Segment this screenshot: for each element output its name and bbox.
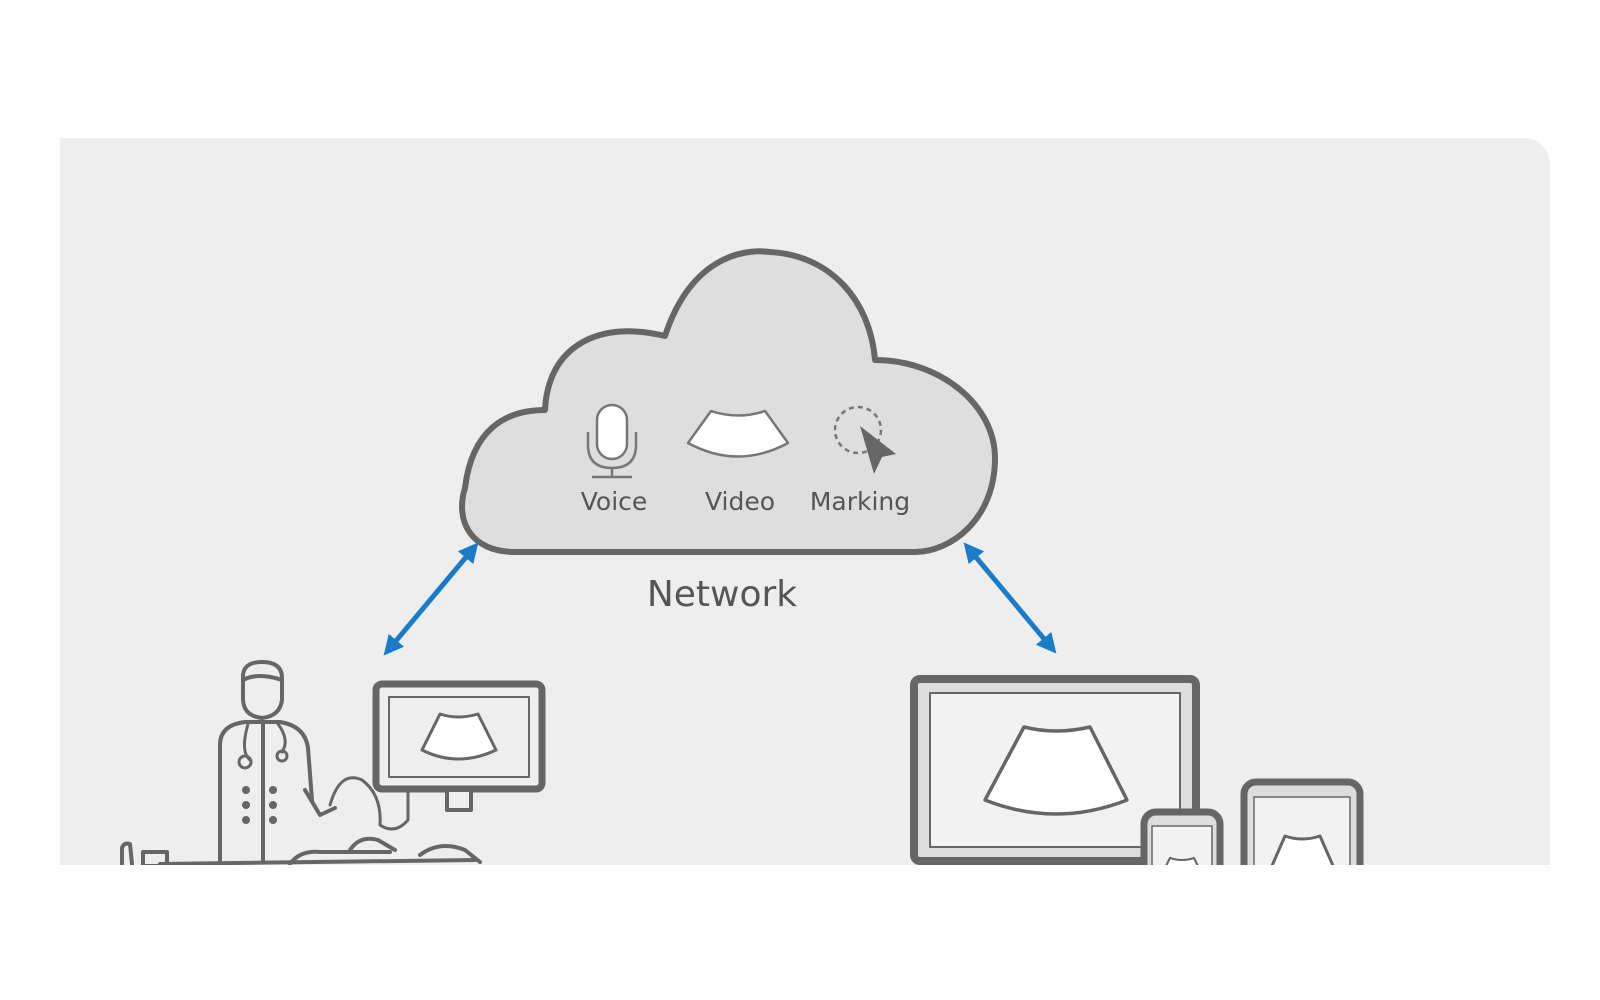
microphone-icon	[586, 403, 638, 479]
ultrasound-image-icon	[686, 409, 790, 458]
video-label: Video	[705, 487, 775, 516]
left-bidirectional-arrow	[383, 542, 479, 656]
right-bidirectional-arrow	[963, 542, 1057, 654]
bottom-margin	[0, 865, 1600, 1000]
voice-label: Voice	[581, 487, 648, 516]
doctor-scanning-patient-icon	[120, 660, 546, 868]
remote-devices-icon	[910, 675, 1364, 886]
marking-label: Marking	[810, 487, 910, 516]
pointer-marking-icon	[833, 405, 896, 474]
network-caption: Network	[647, 574, 797, 615]
